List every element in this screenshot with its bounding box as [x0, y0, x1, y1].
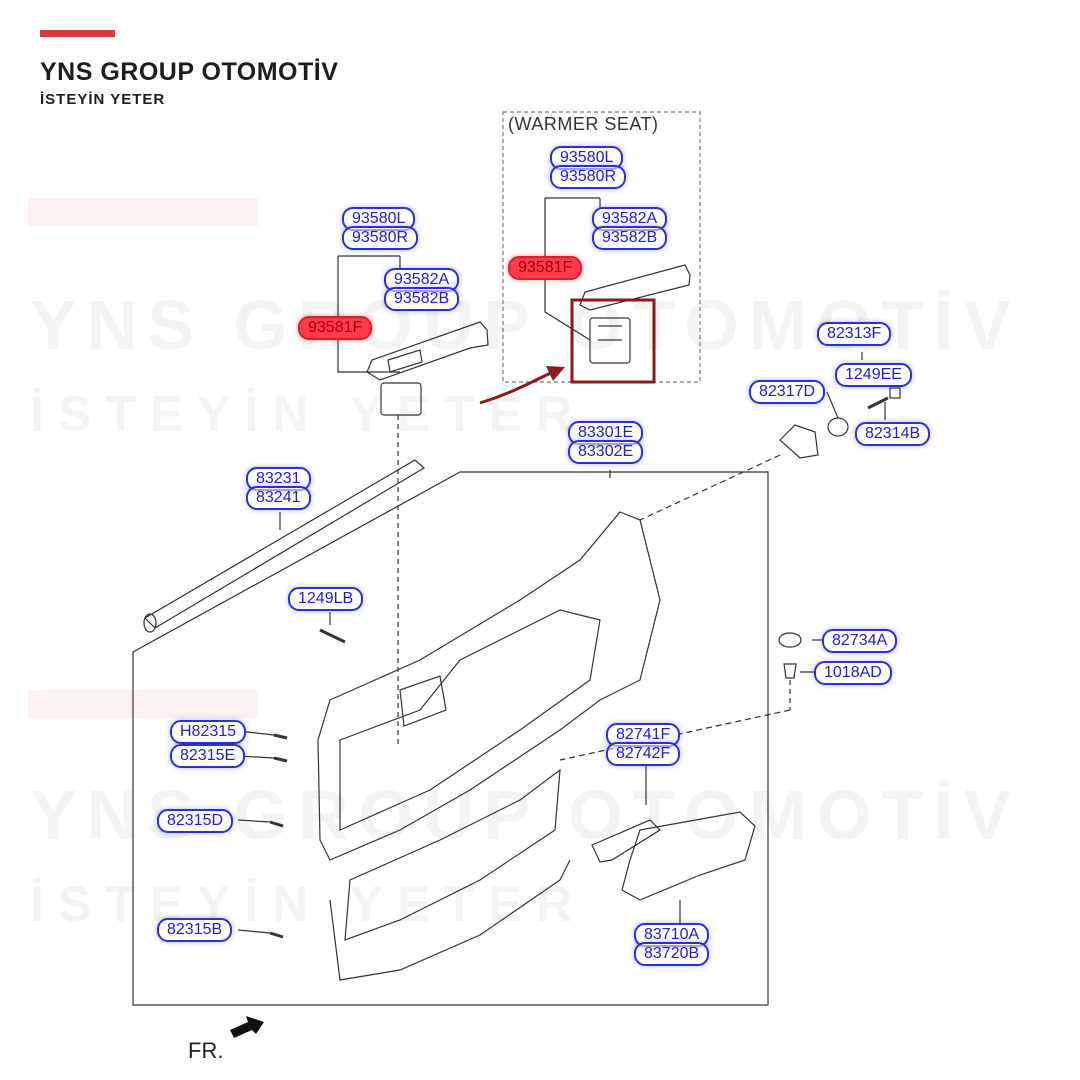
part-label[interactable]: 82313F [817, 322, 892, 346]
part-label[interactable]: 83241 [246, 486, 311, 510]
bracket [779, 424, 819, 459]
part-label[interactable]: 82315B [157, 918, 233, 942]
part-label[interactable]: 93582B [592, 226, 668, 250]
part-label[interactable]: 1249EE [835, 363, 912, 387]
part-label[interactable]: 93580R [550, 165, 627, 189]
part-label[interactable]: 1018AD [814, 661, 892, 685]
part-label[interactable]: 82742F [606, 742, 681, 766]
pointer-arrow [479, 370, 554, 405]
part-label[interactable]: 1249LB [288, 587, 364, 611]
warmer-seat-box [502, 111, 701, 383]
part-label[interactable]: 82314B [855, 422, 931, 446]
part-label[interactable]: 82315E [170, 744, 246, 768]
switch-bezel [366, 321, 489, 381]
brand-subtitle: İSTEYİN YETER [40, 91, 166, 108]
door-trim [317, 511, 661, 861]
front-direction-arrow [230, 1016, 264, 1038]
part-label-highlighted[interactable]: 93581F [298, 316, 373, 340]
part-label[interactable]: 82315D [157, 809, 234, 833]
watermark-text: İSTEYİN YETER [30, 386, 587, 442]
front-direction-label: FR. [188, 1038, 224, 1063]
window-switch [380, 382, 422, 416]
part-label[interactable]: 83302E [568, 440, 644, 464]
door-handle [399, 675, 447, 727]
panel-frame [132, 471, 769, 1006]
brand-accent-bar [40, 30, 115, 37]
part-label[interactable]: 93582B [384, 287, 460, 311]
part-label[interactable]: H82315 [170, 720, 247, 744]
highlight-box [570, 298, 656, 384]
watermark-text: İSTEYİN YETER [30, 876, 587, 932]
brand-title: YNS GROUP OTOMOTİV [40, 58, 339, 86]
part-label-highlighted[interactable]: 93581F [508, 256, 583, 280]
watermark-bar [28, 198, 258, 226]
part-label[interactable]: 93580R [342, 226, 419, 250]
armrest [621, 811, 756, 901]
part-label[interactable]: 82317D [749, 380, 826, 404]
warmer-seat-label: (WARMER SEAT) [508, 114, 659, 134]
watermark-bar [28, 690, 258, 718]
switch-bezel-warmer [579, 264, 691, 311]
weatherstrip [144, 459, 426, 629]
part-label[interactable]: 82734A [822, 629, 898, 653]
window-switch-warmer [589, 317, 631, 364]
part-label[interactable]: 83720B [634, 942, 710, 966]
